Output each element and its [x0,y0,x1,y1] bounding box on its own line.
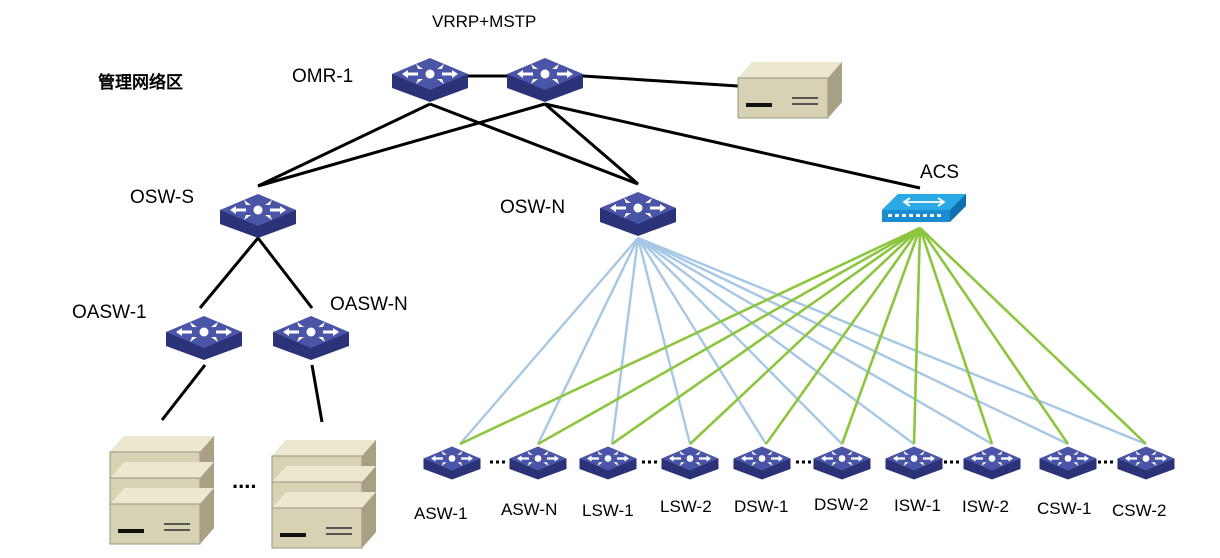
isw-1-label: ISW-1 [894,496,941,515]
server-stack-left-icon [109,435,215,545]
dsw-2-label: DSW-2 [814,495,868,514]
lsw-2-label: LSW-2 [660,497,712,516]
isw-1-switch-icon [885,446,943,480]
omr-switch-2-icon [507,58,583,102]
csw-2-label: CSW-2 [1112,501,1166,520]
dsw-1-label: DSW-1 [734,497,788,516]
link-omr1-oswS [257,102,431,188]
link-oasw1-servers [160,364,207,421]
isw-2-switch-icon [963,446,1021,480]
acs-access-links [459,226,1147,446]
link-omr2-acs [544,102,921,190]
zone-label: 管理网络区 [98,72,183,93]
dsw-1-switch-icon [733,446,791,480]
csw-1-switch-icon [1039,446,1097,480]
link-oswS-oaswN [256,237,314,309]
link-omr-storage [582,74,739,88]
oasw-1-label: OASW-1 [72,302,147,323]
link-omr1-oswN [429,102,639,186]
asw-1-switch-icon [423,446,481,480]
isw-2-label: ISW-2 [962,497,1009,516]
acs-label: ACS [920,162,959,183]
storage-device-icon [737,61,843,119]
csw-2-switch-icon [1117,446,1175,480]
link-omr2-oswN [544,102,639,186]
asw-n-label: ASW-N [501,500,557,519]
omr-label: OMR-1 [292,66,353,87]
link-omr2-oswS [257,102,546,188]
lsw-2-switch-icon [661,446,719,480]
link-oswS-oasw1 [198,237,260,309]
oasw-1-switch-icon [166,316,242,360]
protocol-label: VRRP+MSTP [432,12,536,31]
dsw-2-switch-icon [813,446,871,480]
link-oaswN-servers [310,364,324,423]
lsw-1-switch-icon [579,446,637,480]
acs-switch-icon [882,194,966,222]
access-switch-labels: ASW-1 ASW-N LSW-1 LSW-2 DSW-1 DSW-2 ISW-… [414,495,1166,523]
csw-1-label: CSW-1 [1037,499,1091,518]
server-ellipsis: .... [232,468,256,493]
lsw-1-label: LSW-1 [582,501,634,520]
osw-n-switch-icon [600,192,676,236]
oasw-n-switch-icon [273,316,349,360]
osw-s-switch-icon [220,194,296,238]
core-links [160,74,921,423]
oasw-n-label: OASW-N [330,294,408,315]
osw-n-access-links [459,236,1147,446]
asw-n-switch-icon [509,446,567,480]
asw-1-label: ASW-1 [414,504,468,523]
osw-s-label: OSW-S [130,187,194,208]
server-stack-right-icon [271,439,377,549]
osw-n-label: OSW-N [500,197,565,218]
omr-switch-1-icon [392,58,468,102]
